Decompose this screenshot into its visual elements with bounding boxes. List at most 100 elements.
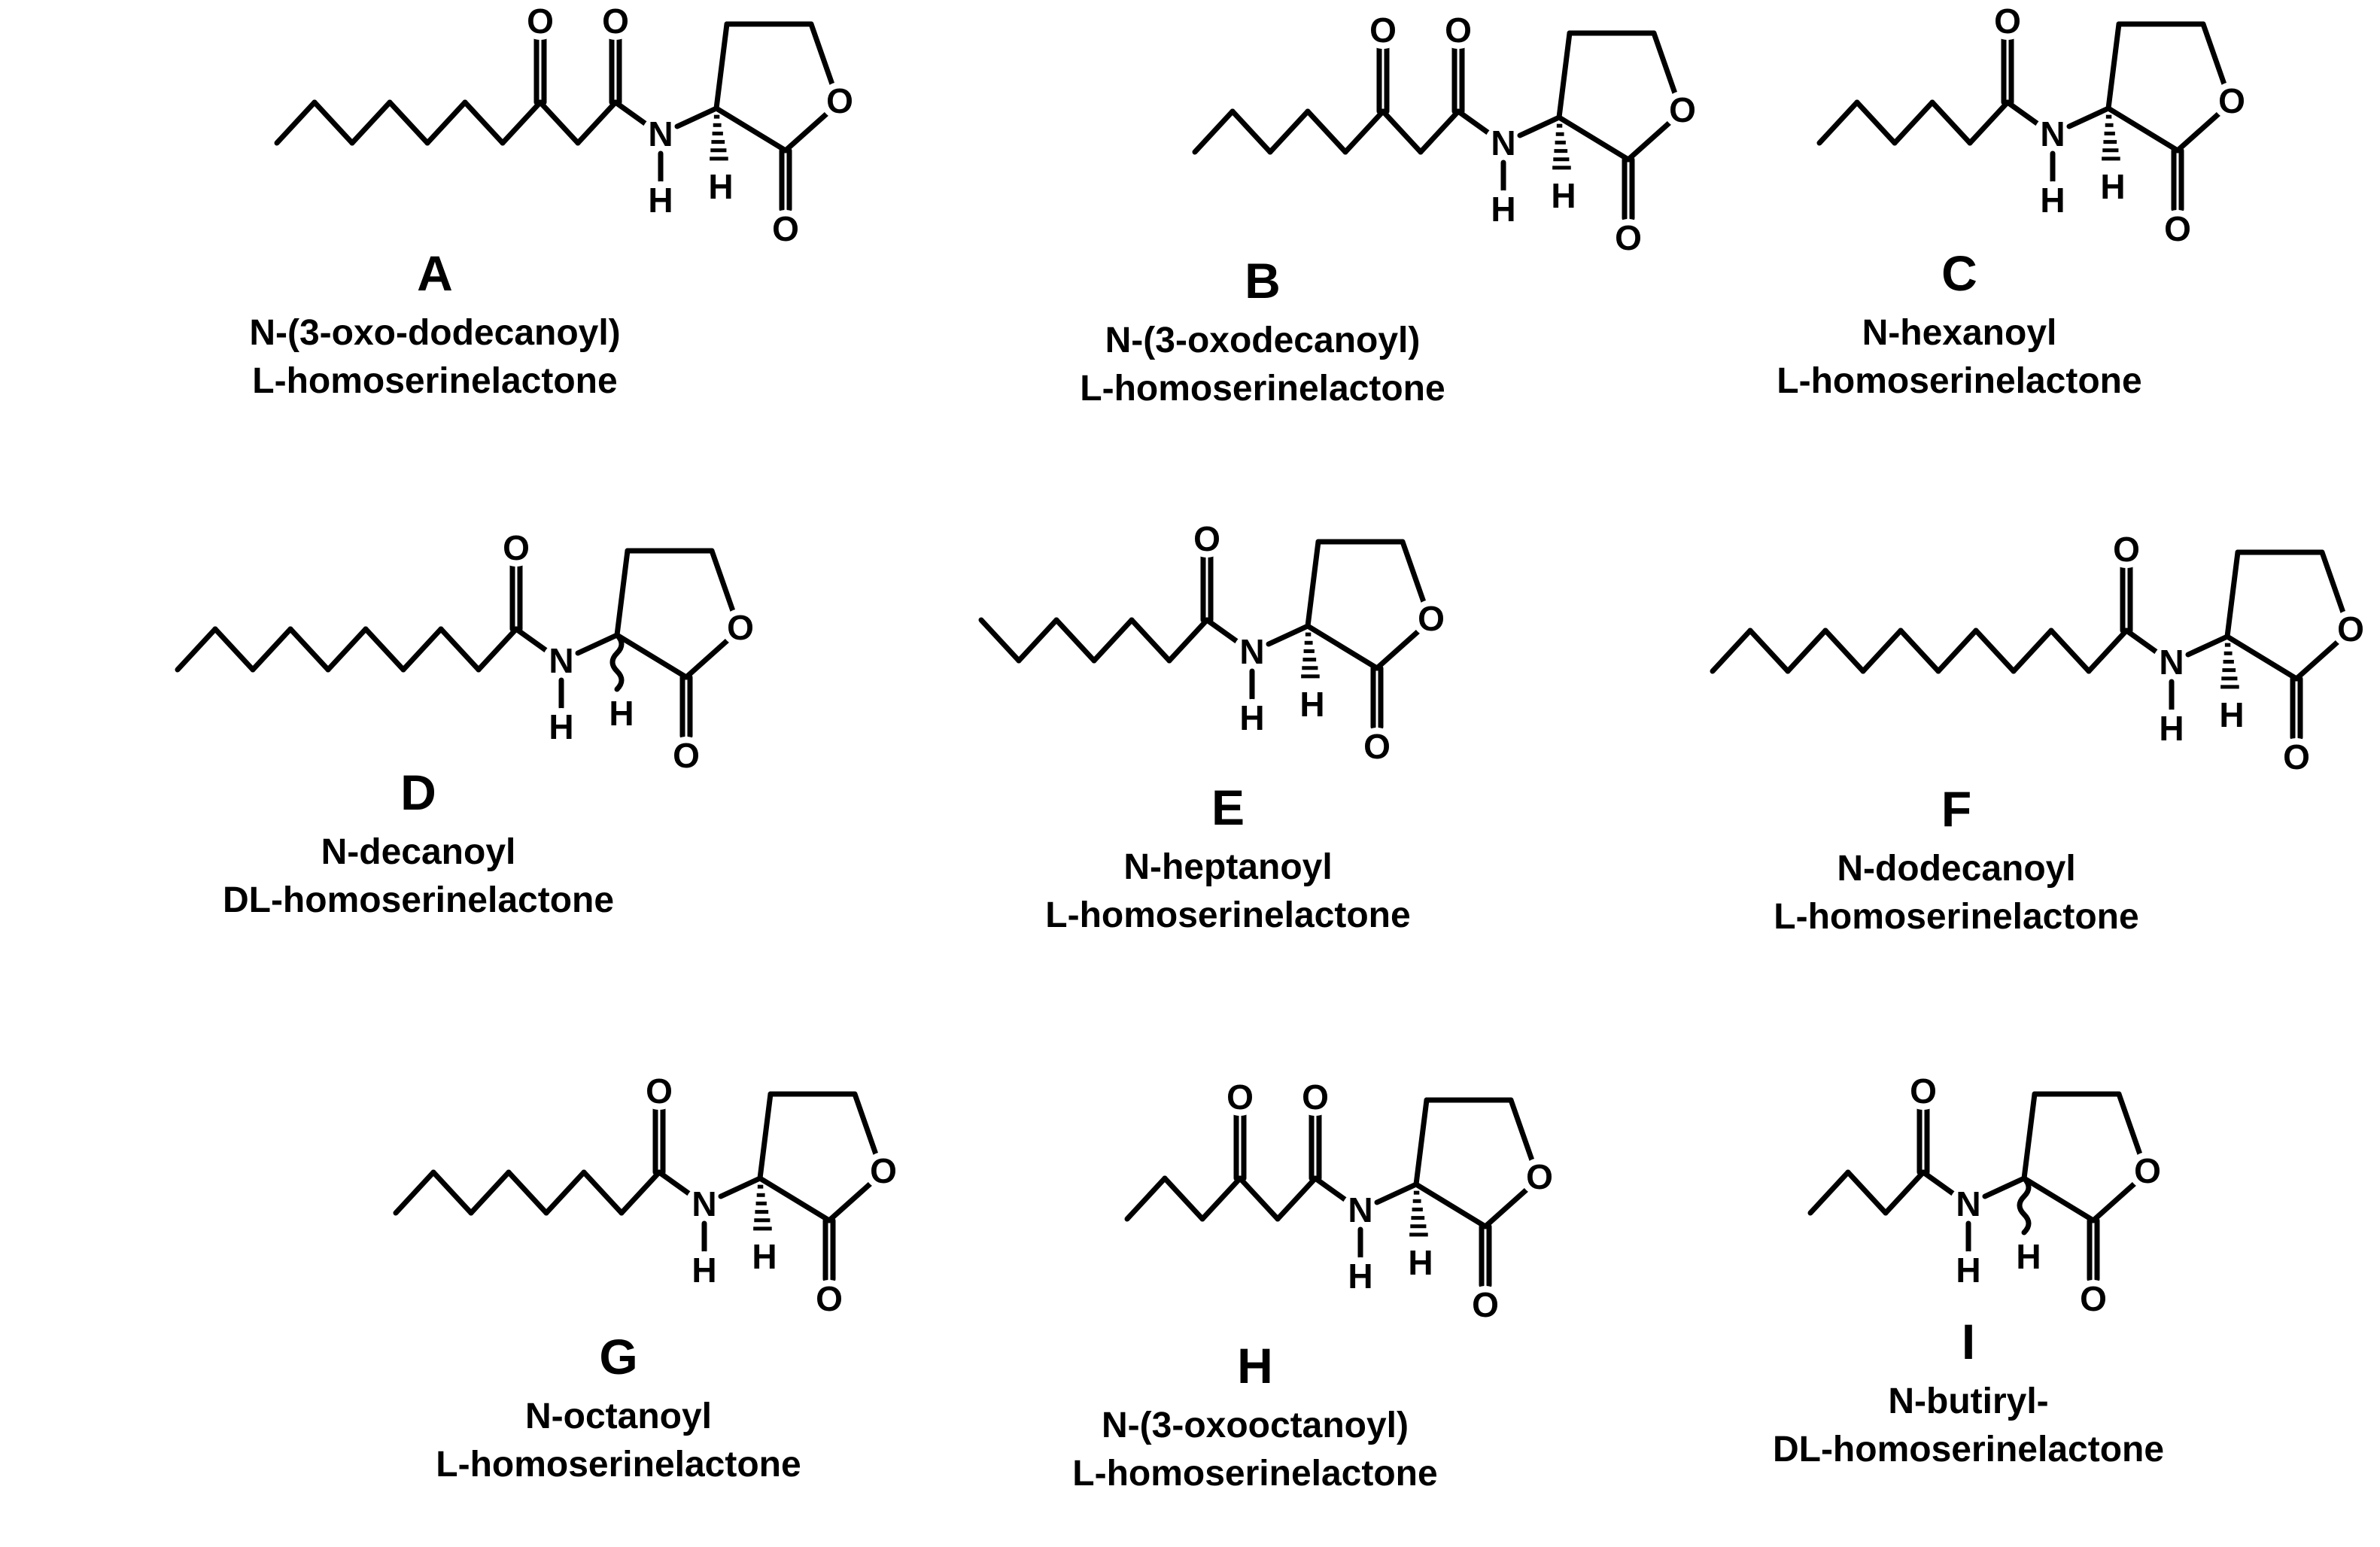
lactone-oxygen-atom-mask	[767, 210, 804, 248]
ring-bond	[2200, 21, 2227, 87]
wavy-bond	[2017, 1175, 2032, 1235]
amide-oxygen-atom: O	[2113, 530, 2140, 569]
ring-bond	[1508, 1097, 1535, 1163]
chain-bond	[1053, 617, 1097, 664]
ring-oxygen-atom-mask	[2213, 82, 2251, 120]
ring-oxygen-atom: O	[2134, 1151, 2161, 1190]
keto-oxygen-atom: O	[1226, 1077, 1254, 1117]
ring-oxygen-atom: O	[1418, 599, 1445, 638]
ring-bond	[1413, 1097, 1430, 1187]
chain-bond	[1860, 628, 1904, 674]
ring-bond	[852, 1091, 879, 1157]
ring-bond	[614, 548, 631, 638]
ring-bond	[1625, 119, 1673, 163]
bond-c-n	[2005, 99, 2042, 128]
nitrogen-atom-mask	[642, 115, 679, 153]
ring-bond	[757, 1175, 832, 1223]
ring-bond	[2293, 638, 2342, 682]
lactone-oxygen-atom: O	[772, 209, 799, 248]
amide-hydrogen-atom-mask	[1485, 190, 1522, 228]
compound-letter: G	[599, 1329, 637, 1384]
ring-oxygen-atom: O	[2337, 609, 2364, 649]
alpha-hydrogen-atom: H	[2219, 695, 2244, 734]
ring-oxygen-atom: O	[826, 81, 853, 120]
nitrogen-atom: N	[2159, 643, 2184, 682]
ring-bond	[2090, 1180, 2138, 1223]
compound-name-line2: DL-homoserinelactone	[1773, 1430, 2164, 1469]
chain-bond	[1747, 628, 1791, 674]
chain-bond	[1129, 617, 1172, 664]
compound-letter: I	[1962, 1314, 1975, 1369]
chain-bond	[978, 617, 1022, 664]
ring-bond	[2105, 105, 2181, 153]
ring-bond	[783, 110, 831, 153]
alpha-hydrogen-atom: H	[1551, 176, 1576, 215]
chain-bond	[2086, 628, 2129, 674]
compound-name-line1: N-heptanoyl	[1123, 847, 1332, 887]
chain-bond	[462, 99, 506, 146]
ring-bond	[2224, 634, 2299, 682]
ring-bond	[713, 105, 789, 153]
ring-bond	[826, 1180, 874, 1223]
keto-oxygen-atom-mask	[1221, 1078, 1259, 1116]
amide-hydrogen-atom: H	[1491, 190, 1515, 229]
chain-bond	[1710, 628, 1753, 674]
ring-bond	[1556, 30, 1573, 120]
amide-oxygen-atom: O	[1910, 1071, 1937, 1111]
chain-bond	[1898, 628, 1941, 674]
ring-bond	[709, 548, 736, 614]
compound-name-line2: L-homoserinelactone	[1072, 1454, 1437, 1494]
ring-bond	[2175, 110, 2223, 153]
bond-n-calpha	[674, 105, 719, 129]
alpha-hydrogen-atom: H	[609, 694, 634, 733]
lactone-oxygen-atom: O	[2164, 209, 2191, 248]
ring-bond	[683, 637, 731, 680]
alpha-hydrogen-atom-mask	[603, 694, 640, 732]
nitrogen-atom: N	[648, 114, 673, 153]
chain-bond	[1892, 99, 1935, 146]
compound-letter: E	[1211, 780, 1245, 835]
chain-bond	[575, 99, 619, 146]
nitrogen-atom-mask	[2034, 115, 2071, 153]
chain-bond	[393, 1169, 436, 1216]
ring-bond	[2116, 1091, 2143, 1157]
bond-c-n	[1455, 108, 1493, 137]
amide-oxygen-atom-mask	[1188, 520, 1226, 558]
ring-bond	[2021, 1175, 2096, 1223]
chain-bond	[1162, 1175, 1205, 1222]
compound-letter: D	[400, 764, 436, 820]
amide-oxygen-atom: O	[503, 528, 530, 567]
amide-hydrogen-atom-mask	[2153, 710, 2190, 747]
amide-oxygen-atom: O	[1445, 11, 1472, 50]
ring-oxygen-atom-mask	[821, 82, 859, 120]
chain-bond	[2048, 628, 2092, 674]
alpha-hydrogen-atom-mask	[1402, 1244, 1439, 1281]
bond-n-calpha	[1266, 623, 1311, 647]
ring-oxygen-atom-mask	[2129, 1152, 2166, 1190]
chain-bond	[1935, 628, 1979, 674]
amide-hydrogen-atom-mask	[2034, 181, 2071, 219]
lactone-oxygen-atom: O	[2080, 1279, 2107, 1318]
ring-bond	[2105, 21, 2122, 111]
chain-bond	[1929, 99, 1973, 146]
alpha-hydrogen-atom-mask	[1293, 685, 1331, 723]
chain-bond	[500, 99, 543, 146]
ring-bond	[1651, 30, 1678, 96]
chain-bond	[1199, 1175, 1243, 1222]
compound-name-line2: L-homoserinelactone	[1080, 369, 1445, 409]
chain-bond	[1091, 617, 1135, 664]
chain-bond	[1267, 108, 1311, 155]
compound-name-line2: L-homoserinelactone	[252, 361, 617, 401]
compound-name-line1: N-hexanoyl	[1862, 313, 2057, 353]
amide-hydrogen-atom: H	[2040, 181, 2065, 220]
ring-bond	[2021, 1091, 2038, 1181]
amide-oxygen-atom-mask	[1989, 2, 2026, 40]
lactone-oxygen-atom-mask	[667, 737, 705, 774]
chain-bond	[543, 1169, 587, 1216]
